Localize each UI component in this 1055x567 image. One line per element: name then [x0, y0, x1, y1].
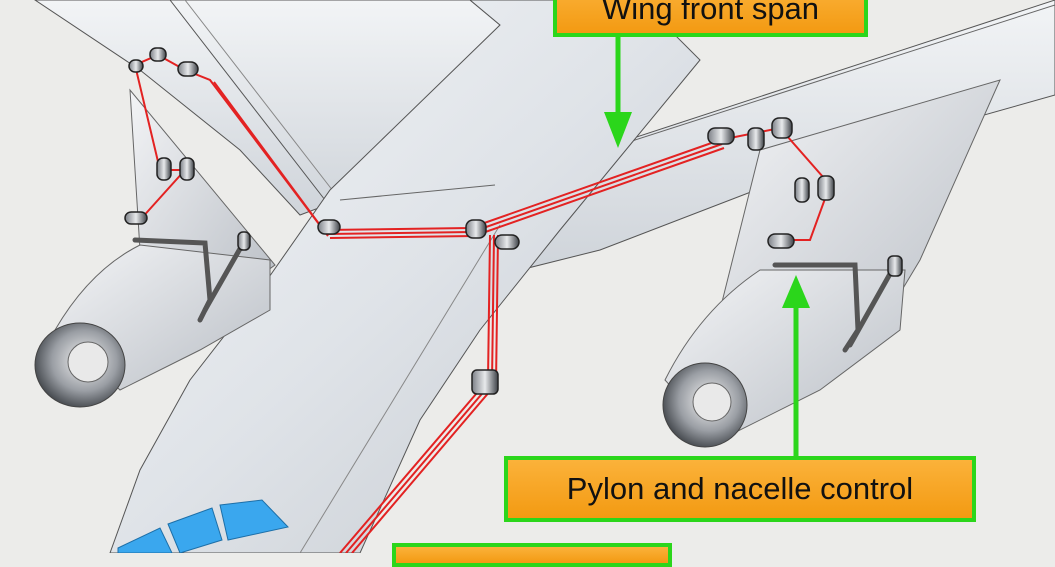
arrow-wing-front-span: [604, 37, 632, 148]
pulley: [237, 231, 251, 251]
pulley: [707, 127, 735, 145]
pulley: [177, 61, 199, 77]
pulley: [887, 255, 903, 277]
pulleys: [124, 47, 903, 395]
left-linkage: [132, 237, 248, 323]
pulley: [124, 211, 148, 225]
left-wing-panel-line: [169, 0, 326, 201]
callout-bottom-partial: [392, 543, 672, 567]
pulley: [465, 219, 487, 239]
callout-pylon-nacelle-control: Pylon and nacelle control: [504, 456, 976, 522]
pulley: [794, 177, 810, 203]
cockpit-window-3: [219, 499, 289, 541]
callout-pylon-nacelle-control-label: Pylon and nacelle control: [566, 471, 914, 506]
left-wing-panel-line-2: [184, 0, 341, 201]
callout-wing-front-span-label: Wing front span: [601, 0, 820, 26]
pulley: [156, 157, 172, 181]
pulley: [771, 117, 793, 139]
pulley: [494, 234, 520, 250]
arrow-pylon-nacelle: [782, 275, 810, 456]
fuselage: [109, 0, 701, 553]
callout-wing-front-span: Wing front span: [553, 0, 868, 37]
fuselage-nose-line: [299, 224, 501, 553]
fuselage-spine: [339, 184, 496, 201]
right-intake-cone: [692, 382, 732, 422]
pulley: [471, 369, 499, 395]
pulley: [179, 157, 195, 181]
pulley: [767, 233, 795, 249]
cockpit-window-2: [167, 507, 223, 553]
right-linkage: [772, 262, 898, 353]
cockpit-window-1: [117, 527, 173, 553]
pulley: [128, 59, 144, 73]
pulley: [817, 175, 835, 201]
pulley: [317, 219, 341, 235]
left-intake-cone: [67, 341, 109, 383]
pulley: [149, 47, 167, 62]
pulley: [747, 127, 765, 151]
